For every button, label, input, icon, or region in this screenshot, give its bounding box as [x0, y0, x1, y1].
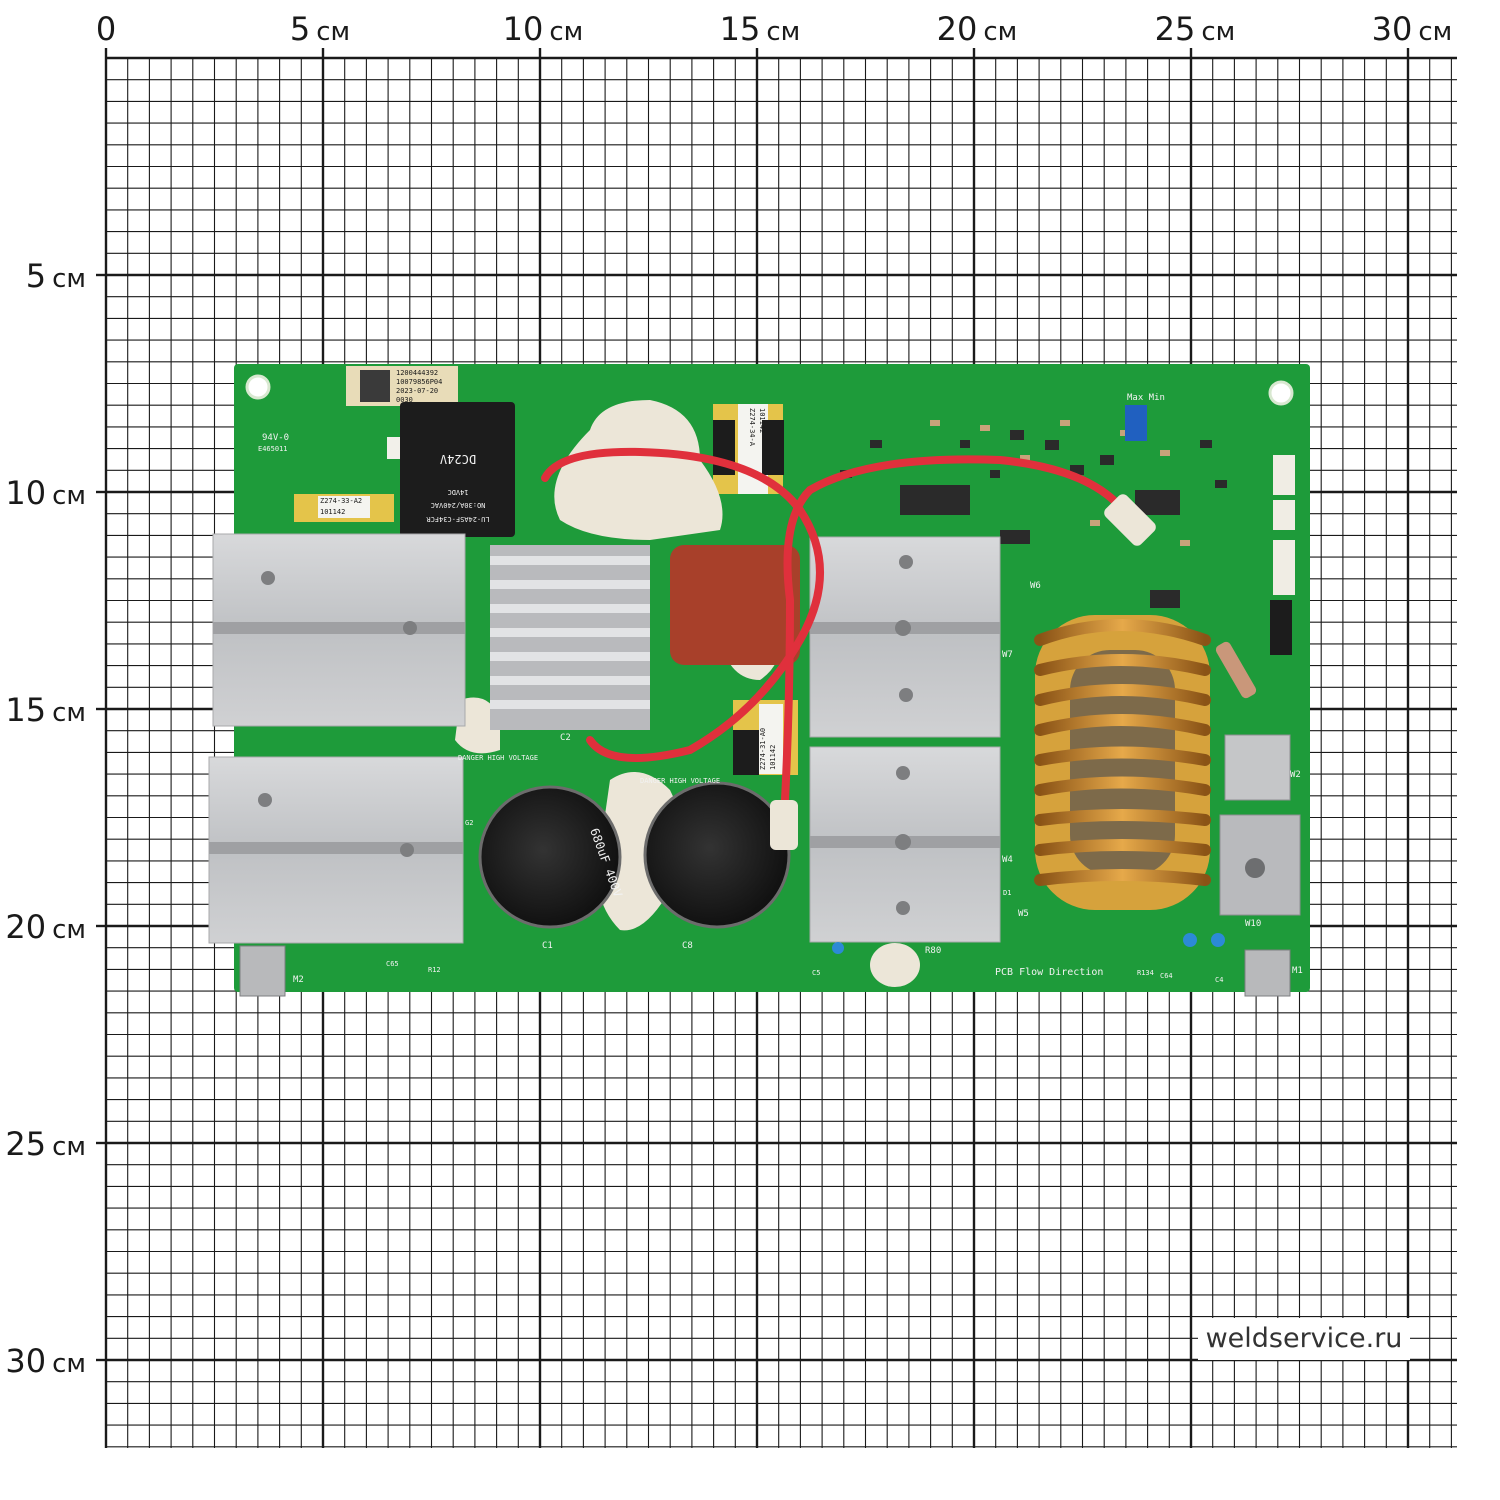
centimeter-grid	[96, 48, 1457, 1448]
heatsink-left-top	[212, 533, 466, 727]
connector	[1273, 500, 1295, 530]
transformer-label: Z274-31-A0	[759, 728, 767, 770]
silk-label: C8	[682, 941, 693, 951]
electrolytic-capacitor-c1: 680uF 400V	[478, 785, 625, 929]
silk-label: W4	[1002, 855, 1013, 865]
silk-label: R80	[925, 946, 941, 956]
silk-label: W10	[1245, 919, 1261, 929]
wire-terminal	[1104, 494, 1156, 546]
silk-label: R134	[1137, 969, 1154, 977]
ul-mark: 94V-0	[262, 433, 289, 443]
silk-label: W2	[1290, 770, 1301, 780]
ceramic-capacitor	[1211, 933, 1225, 947]
silk-label: C2	[560, 733, 571, 743]
sticker-line: 10079856P04	[396, 378, 442, 386]
silk-label: M1	[1292, 966, 1303, 976]
qr-code	[360, 370, 390, 402]
relay-text: NO:30A/240VAC	[431, 501, 486, 509]
silk-label: G2	[465, 819, 473, 827]
ul-mark: E465011	[258, 445, 288, 453]
silk-label: Max Min	[1127, 393, 1165, 403]
relay: DC24V NO:30A/240VAC 14VDC LU-24ASF-C34FC…	[400, 402, 515, 537]
silkscreen-labels: DANGER HIGH VOLTAGE DANGER HIGH VOLTAGE …	[293, 393, 1303, 985]
silk-label: W5	[1018, 909, 1029, 919]
sticker-line: 1200444392	[396, 369, 438, 377]
connector	[1273, 540, 1295, 595]
toroidal-choke	[1034, 615, 1211, 910]
relay-text: DC24V	[440, 452, 476, 466]
sticker-line: 2023-07-20	[396, 387, 438, 395]
relay-text: LU-24ASF-C34FCR	[426, 515, 490, 523]
circuit-board: 1200444392 10079856P04 2023-07-20 0030 9…	[208, 364, 1310, 997]
ceramic-capacitor	[1183, 933, 1197, 947]
silicone-glue	[554, 400, 723, 540]
silk-label: M2	[293, 975, 304, 985]
silk-label: DANGER HIGH VOLTAGE	[640, 777, 720, 785]
red-wire	[541, 447, 824, 762]
electrolytic-capacitor-c8	[643, 781, 791, 929]
silk-label: C65	[386, 960, 399, 968]
transformer-label: 101142	[758, 408, 766, 433]
silk-label: W6	[1030, 581, 1041, 591]
connector	[1270, 600, 1292, 655]
heatsink-right-bottom	[809, 746, 1001, 943]
sticker-line: 0030	[396, 396, 413, 404]
power-resistor	[1215, 641, 1257, 699]
top-ruler-label: 0	[96, 10, 116, 48]
small-transformer: Z274-33-A2 101142	[294, 494, 394, 522]
silk-label: C64	[1160, 972, 1173, 980]
watermark: weldservice.ru	[1198, 1318, 1410, 1360]
relay-text: 14VDC	[447, 488, 468, 496]
silk-label: C5	[812, 969, 820, 977]
ceramic-capacitor	[832, 942, 844, 954]
silk-label: PCB Flow Direction	[995, 967, 1103, 978]
terminal-bracket	[1219, 734, 1301, 916]
mounting-hole	[245, 374, 271, 400]
red-wire	[781, 455, 1134, 804]
silicone-glue	[455, 697, 500, 754]
silk-label: C1	[542, 941, 553, 951]
silk-label: R12	[428, 966, 441, 974]
mounting-hole	[1268, 380, 1294, 406]
terminal-m1	[1244, 949, 1291, 997]
potentiometer	[1125, 405, 1147, 441]
terminal-m2	[239, 945, 286, 997]
finned-heatsink	[490, 545, 650, 730]
transformer-label: 101142	[320, 508, 345, 516]
heatsink-right-top	[809, 536, 1001, 738]
film-capacitor	[670, 545, 800, 665]
wire-terminal	[770, 800, 798, 850]
connector	[1273, 455, 1295, 495]
heatsink-left-bottom	[208, 756, 464, 944]
small-transformer: Z274-34-A 101142	[713, 404, 784, 494]
silicone-glue	[870, 943, 920, 987]
silk-label: C4	[1215, 976, 1223, 984]
silk-label: D1	[1003, 889, 1011, 897]
transformer-label: Z274-33-A2	[320, 497, 362, 505]
transformer-label: Z274-34-A	[748, 408, 756, 447]
silk-label: W7	[1002, 650, 1013, 660]
silk-label: DANGER HIGH VOLTAGE	[458, 754, 538, 762]
transformer-label: 101142	[769, 745, 777, 770]
smd-components	[840, 430, 1227, 608]
